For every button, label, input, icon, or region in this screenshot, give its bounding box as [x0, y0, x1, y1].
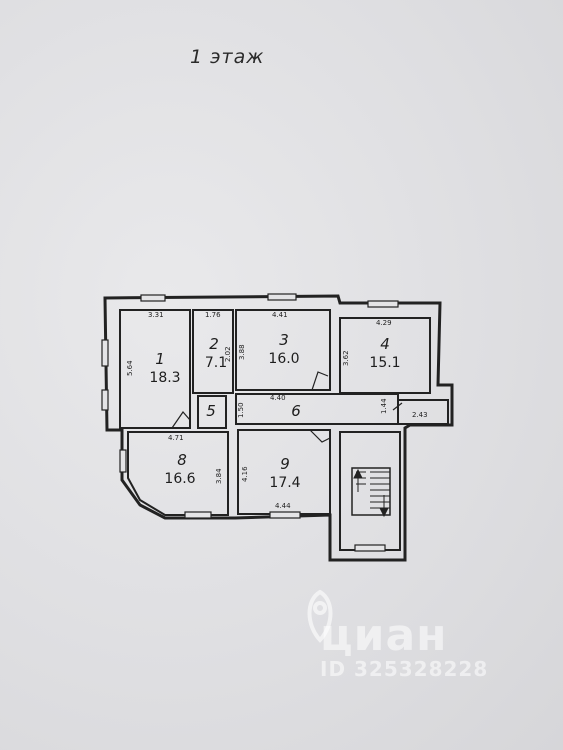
- stair-arrows-icon: [353, 468, 389, 518]
- side-corridor-walls: [398, 399, 449, 425]
- dim-label: 1.50: [237, 402, 245, 418]
- room-1-area: 18.3: [149, 370, 180, 386]
- stairwell-walls: [339, 431, 401, 551]
- dim-label: 3.62: [342, 350, 350, 366]
- location-pin-icon: [307, 589, 333, 643]
- room-2-walls: [192, 309, 234, 394]
- dim-label: 5.64: [126, 360, 134, 376]
- dim-label: 3.88: [238, 344, 246, 360]
- room-3-number: 3: [279, 331, 289, 349]
- watermark-id: ID 325328228: [320, 657, 489, 681]
- room-9-number: 9: [280, 455, 290, 473]
- windows: [101, 293, 399, 552]
- room-labels: 1 18.3 2 7.1 3 16.0 4 15.1 5 6 8 16.6 9 …: [149, 331, 400, 491]
- room-8-walls: [127, 431, 229, 516]
- dim-label: 2.02: [224, 346, 232, 362]
- watermark-brand: циан: [320, 610, 448, 661]
- dim-label: 4.41: [272, 311, 288, 319]
- room-1-number: 1: [155, 350, 165, 368]
- dim-label: 1.44: [380, 398, 388, 414]
- room-1-walls: [119, 309, 191, 429]
- room-6-walls: [235, 393, 399, 425]
- room-4-walls: [339, 317, 431, 394]
- room-2-number: 2: [209, 335, 219, 353]
- dim-label: 2.43: [412, 411, 428, 419]
- room-6-number: 6: [291, 402, 301, 420]
- dim-label: 4.71: [168, 434, 184, 442]
- room-4-number: 4: [380, 335, 390, 353]
- room-5-number: 5: [206, 402, 216, 420]
- dim-label: 3.31: [148, 311, 164, 319]
- outer-wall: [103, 294, 454, 562]
- room-9-area: 17.4: [269, 475, 300, 491]
- dimension-labels: 3.31 1.76 4.41 4.29 5.64 2.02 3.88 3.62 …: [126, 311, 428, 510]
- floor-title: 1 этаж: [190, 46, 265, 68]
- room-3-walls: [235, 309, 331, 391]
- room-2-area: 7.1: [205, 355, 227, 371]
- dim-label: 1.76: [205, 311, 221, 319]
- dim-label: 4.40: [270, 394, 286, 402]
- door-swings: [171, 371, 403, 443]
- stair-core: [351, 467, 391, 516]
- room-4-area: 15.1: [369, 355, 400, 371]
- room-3-area: 16.0: [268, 351, 299, 367]
- dim-label: 4.44: [275, 502, 291, 510]
- dim-label: 4.16: [241, 466, 249, 482]
- dim-label: 3.84: [215, 468, 223, 484]
- room-8-area: 16.6: [164, 471, 195, 487]
- dim-label: 4.29: [376, 319, 392, 327]
- room-9-walls: [237, 429, 331, 515]
- room-8-number: 8: [177, 451, 187, 469]
- room-5-walls: [197, 395, 227, 429]
